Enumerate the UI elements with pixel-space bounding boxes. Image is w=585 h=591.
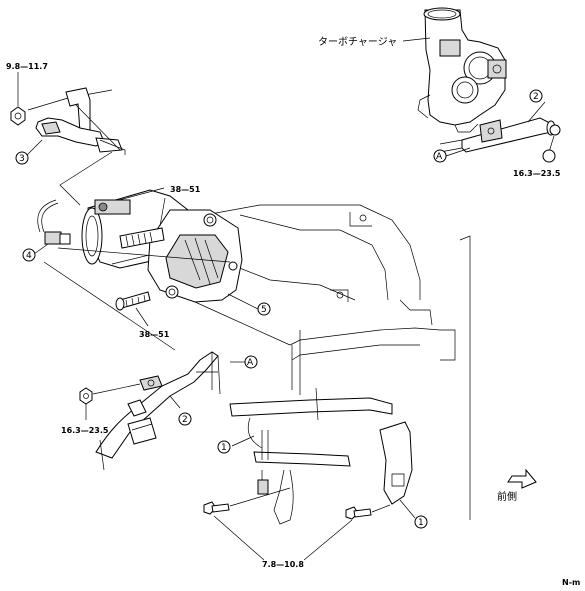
ground-cable-harness — [229, 387, 393, 525]
callout-2b-leader — [169, 395, 181, 409]
guide-line-2 — [57, 247, 231, 263]
callout-4: 4 — [26, 251, 32, 261]
callout-5: 5 — [261, 305, 267, 315]
torque-ground-bolts: 7.8—10.8 — [262, 560, 304, 569]
callout-4-circle — [22, 248, 36, 262]
bracket-nut-icon — [10, 106, 26, 126]
ground-bolts-leaders — [213, 515, 353, 561]
torque-bracket-nut: 9.8—11.7 — [6, 62, 48, 71]
callout-1b-leader — [399, 499, 416, 519]
callout-4-leader — [33, 243, 49, 255]
torque-starter-upper-bolt: 38—51 — [170, 185, 201, 194]
callout-1b-circle — [414, 515, 428, 529]
torque-starter-lower-bolt: 38—51 — [139, 330, 170, 339]
oil-pipe-lower — [95, 351, 221, 471]
callout-3: 3 — [19, 154, 25, 164]
lower-bolt-leader — [135, 307, 149, 327]
pipe-nut-left-leader — [92, 383, 141, 395]
callout-3-circle — [15, 151, 29, 165]
ref-a-mid: A — [247, 358, 254, 368]
callout-2a-circle — [529, 89, 543, 103]
pipe-nut-left-icon — [79, 387, 93, 405]
ground-bracket — [379, 421, 413, 505]
ground-bolt-right-guide — [371, 504, 391, 513]
wiring-bracket — [27, 87, 126, 155]
pipe-nut-right-leader — [548, 135, 555, 153]
torque-pipe-nut-right: 16.3—23.5 — [513, 169, 561, 178]
guide-line-1 — [43, 261, 176, 351]
ref-a-top-circle — [433, 149, 447, 163]
ground-bolt-left — [203, 501, 230, 515]
bracket-guide-line — [59, 151, 113, 206]
callout-5-circle — [257, 302, 271, 316]
callout-1b: 1 — [418, 518, 424, 528]
callout-2b-circle — [178, 412, 192, 426]
turbocharger-label: ターボチャージャ — [318, 36, 397, 48]
ground-bolt-right — [345, 506, 372, 520]
callout-1a-circle — [217, 440, 231, 454]
pipe-nut-right-icon — [542, 149, 556, 163]
turbocharger-leader — [402, 37, 431, 42]
front-arrow-icon — [507, 468, 537, 489]
callout-2b: 2 — [182, 415, 188, 425]
guide-line-3 — [194, 301, 291, 346]
torque-pipe-nut-left: 16.3—23.5 — [61, 426, 109, 435]
callout-1a-leader — [231, 435, 255, 447]
starter-lower-bolt — [115, 291, 151, 311]
oil-pipe-upper — [439, 117, 561, 153]
engine-block-outline — [204, 204, 471, 520]
ground-bolt-left-guide — [229, 487, 291, 507]
callout-2a-leader — [527, 101, 546, 123]
callout-3-leader — [25, 139, 43, 157]
front-side-label: 前側 — [497, 490, 517, 503]
callout-2a: 2 — [533, 92, 539, 102]
ref-a-mid-circle — [244, 355, 258, 369]
starter-connector — [37, 199, 71, 245]
ref-a-top-leader — [445, 147, 471, 157]
starter-motor — [81, 187, 243, 303]
callout-1a: 1 — [221, 443, 227, 453]
ref-a-top: A — [436, 152, 443, 162]
corner-code: N-m — [562, 578, 580, 587]
upper-bolt-leader — [159, 197, 166, 227]
callout-5-leader — [227, 293, 259, 310]
turbocharger — [417, 7, 507, 133]
